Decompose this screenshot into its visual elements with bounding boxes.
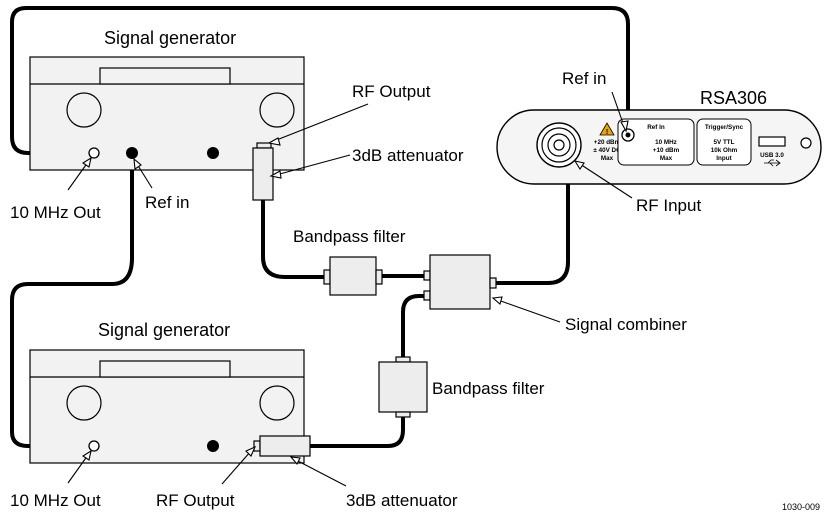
attenuator-top [252, 142, 274, 201]
attenuator-bottom [253, 435, 311, 457]
knob-right-icon [259, 92, 295, 128]
knob-right-bottom-icon [259, 385, 295, 421]
panel-rf-line1: +20 dBm [594, 139, 621, 146]
ref-in-connector-icon [126, 147, 138, 159]
rf-cable-filter-to-combiner-bottom [401, 294, 430, 364]
bandpass-filter-top [323, 256, 383, 296]
rf-input-label: RF Input [636, 196, 701, 215]
generator-bottom-dot-icon [207, 440, 219, 452]
bandpass-filter-bottom [378, 356, 428, 418]
ten-mhz-out-connector-icon [88, 147, 100, 159]
panel-refin-line2: +10 dBm [653, 147, 680, 154]
warning-icon [599, 122, 615, 136]
svg-text:!: ! [606, 129, 608, 136]
rf-cable-combiner-to-rsa [494, 160, 570, 285]
signal-combiner [423, 254, 497, 310]
ref-in-top-label: Ref in [145, 193, 189, 212]
generator-dot-icon [207, 147, 219, 159]
panel-refin-line1: 10 MHz [655, 139, 677, 146]
panel-usb: USB 3.0 [760, 152, 784, 159]
panel-trigger-line2: 10k Ohm [711, 147, 738, 154]
trigger-sync-panel [696, 118, 752, 166]
attenuator-top-label: 3dB attenuator [352, 146, 464, 165]
panel-trigger-line3: Input [716, 155, 732, 162]
bandpass-bottom-label: Bandpass filter [432, 379, 545, 398]
panel-trigger-title: Trigger/Sync [705, 124, 744, 131]
signal-combiner-label: Signal combiner [565, 315, 687, 334]
ref-in-panel [617, 118, 695, 166]
rsa-ref-in-label: Ref in [562, 69, 606, 88]
ten-mhz-out-bottom-connector-icon [88, 440, 100, 452]
figure-code: 1030-009 [782, 502, 820, 512]
panel-rf-line2: ± 40V DC [593, 147, 621, 154]
panel-trigger-line1: 5V TTL [714, 139, 735, 146]
ref-cable-bottom [10, 151, 134, 448]
attenuator-bottom-label: 3dB attenuator [346, 491, 458, 510]
panel-refin-line3: Max [660, 155, 673, 162]
ten-mhz-out-bottom-label: 10 MHz Out [10, 491, 101, 510]
rf-cable-top [261, 198, 332, 279]
rf-cable-bottom [308, 414, 405, 448]
usb-port-icon [758, 136, 786, 147]
knob-left-icon [66, 92, 102, 128]
bandpass-top-label: Bandpass filter [293, 227, 406, 246]
rsa-model-label: RSA306 [700, 88, 767, 108]
ten-mhz-out-top-label: 10 MHz Out [10, 203, 101, 222]
ref-cable-top [10, 6, 630, 155]
generator-top-title: Signal generator [104, 28, 236, 48]
panel-rf-line3: Max [601, 155, 614, 162]
knob-left-bottom-icon [66, 385, 102, 421]
rf-output-bottom-label: RF Output [156, 491, 235, 510]
rf-output-top-label: RF Output [352, 82, 431, 101]
rsa306-device: ! +20 dBm ± 40V DC Max Ref In 10 MHz +10… [496, 109, 822, 185]
status-led-icon [800, 137, 812, 149]
usb-symbol-icon [764, 159, 781, 167]
generator-bottom-title: Signal generator [98, 320, 230, 340]
panel-refin-title: Ref In [647, 124, 665, 131]
